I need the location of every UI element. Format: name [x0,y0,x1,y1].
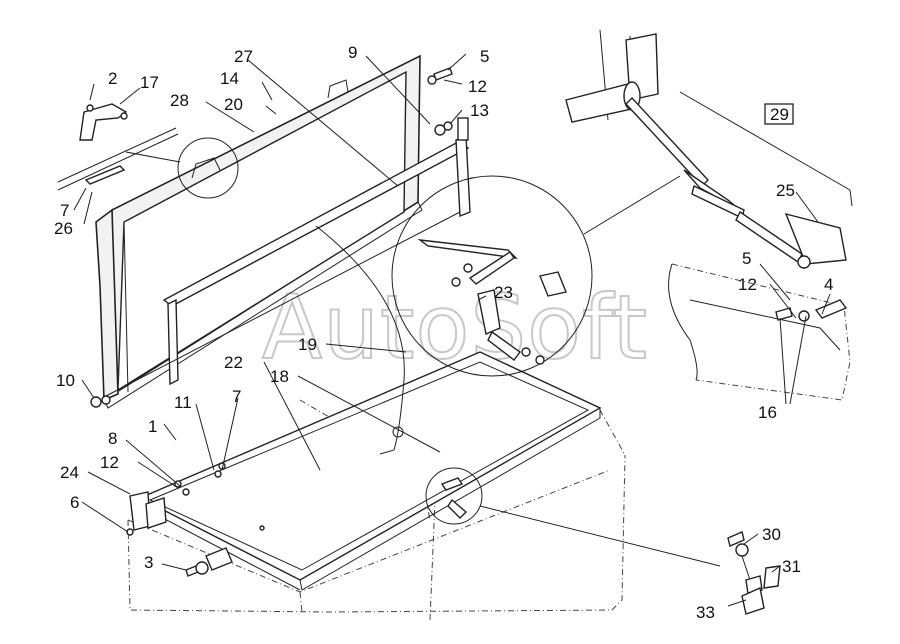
callout-1: 1 [148,417,157,436]
callout-7-left: 7 [60,201,69,220]
front-bracket [126,462,226,536]
detail-view-bolts [668,263,851,401]
callout-14: 14 [220,69,239,88]
callout-18: 18 [270,367,289,386]
callout-5-right: 5 [742,249,751,268]
bolt-set-lower [185,525,265,577]
lid-handle [327,79,349,99]
callout-25: 25 [776,181,795,200]
callout-22: 22 [224,353,243,372]
callout-12-upper: 12 [468,77,487,96]
handle-part [57,103,179,191]
callout-33: 33 [696,603,715,622]
callout-5-upper: 5 [480,47,489,66]
callout-8: 8 [108,429,117,448]
callout-28: 28 [170,91,189,110]
callout-9: 9 [348,43,357,62]
callout-17: 17 [140,73,159,92]
callout-30: 30 [762,525,781,544]
lock-parts-30-31-33 [727,531,781,615]
callout-10: 10 [56,371,75,390]
lid-support-rail [105,134,471,397]
callout-29-boxed: 29 [770,105,789,124]
callout-2: 2 [108,69,117,88]
callout-4: 4 [824,275,833,294]
callout-19: 19 [298,335,317,354]
boxed-callout-frame [764,103,794,125]
detail-circle-latch [391,175,681,377]
callout-13: 13 [470,101,489,120]
callout-11: 11 [174,393,192,412]
callout-7-mid: 7 [232,387,241,406]
callout-labels: 2 17 28 27 14 20 9 5 12 13 7 26 10 23 19… [54,43,833,622]
callout-24: 24 [60,463,79,482]
callout-27: 27 [234,47,253,66]
callout-26: 26 [54,219,73,238]
callout-6: 6 [70,493,79,512]
callout-20: 20 [224,95,243,114]
detail-circle-lock [425,467,721,567]
callout-16: 16 [758,403,777,422]
pivot-bolts [90,395,111,408]
callout-3: 3 [144,553,153,572]
hinge-bolts [427,67,469,141]
callout-23: 23 [494,283,513,302]
lid-panel [95,54,423,409]
callout-12-lower: 12 [100,453,119,472]
callout-31: 31 [782,557,801,576]
detail-circle-handle [125,137,239,199]
callout-12-right: 12 [738,275,757,294]
detail-view-29 [565,29,853,269]
leader-lines [73,53,831,607]
